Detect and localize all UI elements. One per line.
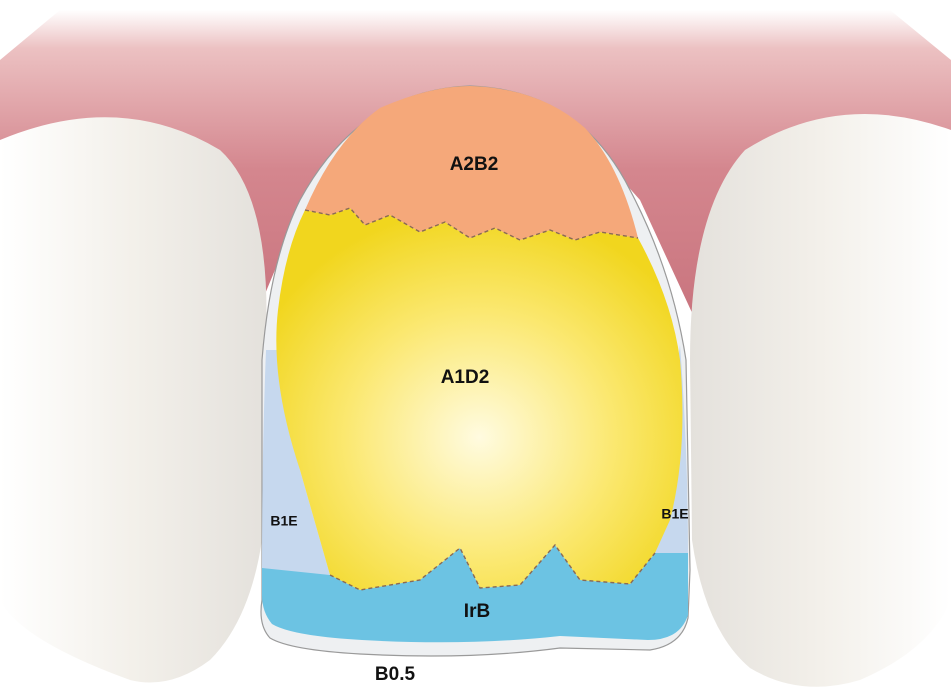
outer-shell-label: B0.5	[375, 664, 416, 685]
left-enamel-label: B1E	[270, 513, 297, 529]
left-neighbor-tooth	[0, 117, 267, 682]
cervical-zone-label: A2B2	[450, 154, 499, 175]
right-enamel-label: B1E	[661, 506, 688, 522]
incisal-zone-label: IrB	[464, 601, 490, 622]
body-zone-label: A1D2	[441, 367, 490, 388]
right-neighbor-tooth	[690, 114, 951, 687]
body-zone	[276, 208, 682, 590]
